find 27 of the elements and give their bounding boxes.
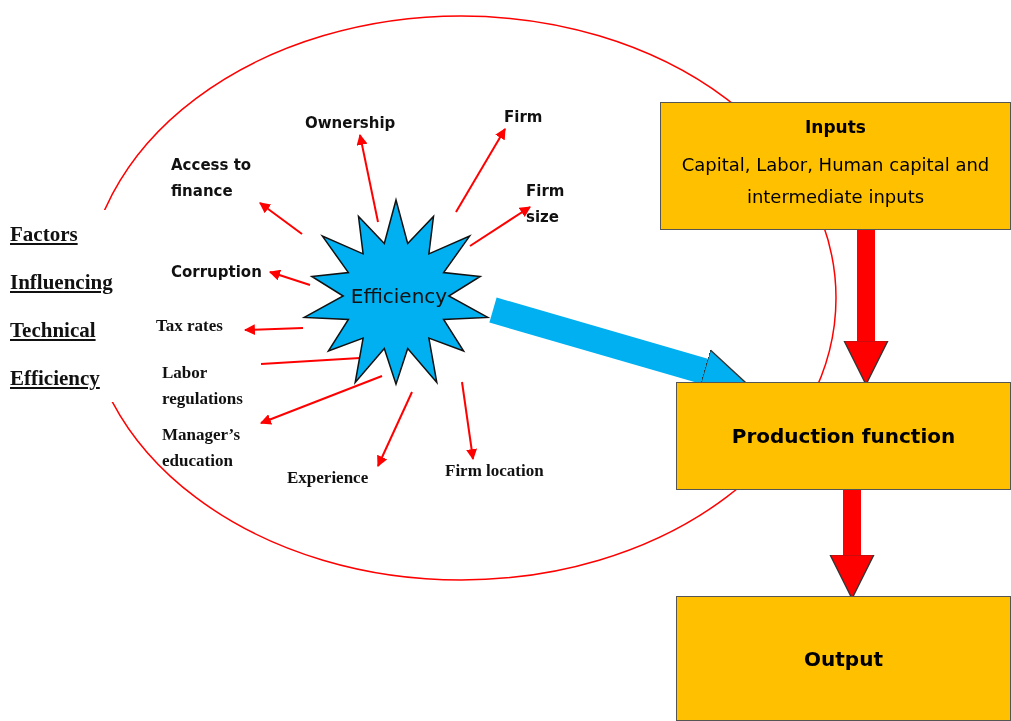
node-label: Efficiency	[350, 284, 448, 308]
factor-label: Firm	[504, 104, 544, 130]
arrow	[455, 128, 506, 213]
factor-label: Manager’s education	[162, 422, 262, 474]
arrow	[268, 269, 311, 286]
factor-label: Labor regulations	[162, 360, 262, 412]
process-box	[676, 596, 1011, 721]
factor-label: Tax rates	[156, 313, 246, 339]
box-heading: Output	[804, 646, 883, 671]
arrow	[469, 206, 531, 247]
arrow	[259, 202, 303, 235]
arrow	[356, 133, 379, 223]
process-box	[660, 102, 1011, 230]
box-heading: Inputs	[805, 117, 866, 137]
factor-label: Corruption	[171, 259, 271, 285]
factor-label: Experience	[287, 465, 387, 491]
box-text: Capital, Labor, Human capital and intermediate inputs	[680, 153, 991, 209]
box-heading: Production function	[731, 424, 956, 448]
factor-label: Firm location	[445, 458, 580, 484]
arrow	[377, 391, 413, 467]
factor-label: Firm size	[526, 178, 576, 230]
arrow	[243, 324, 304, 336]
arrow	[259, 375, 383, 425]
factor-label: Access to finance	[171, 152, 261, 204]
process-box	[676, 382, 1011, 490]
factor-label: Ownership	[305, 110, 400, 136]
arrow	[461, 381, 478, 461]
